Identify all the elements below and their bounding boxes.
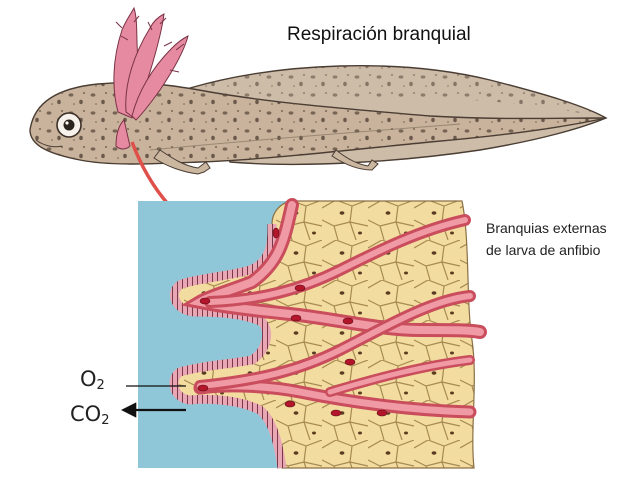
blood-vessels <box>180 198 487 419</box>
external-gills <box>113 6 189 150</box>
gill-caption-line: de larva de anfibio <box>486 242 601 258</box>
o2-label: O2 <box>80 367 105 393</box>
co2-base: CO <box>70 402 102 426</box>
gill-caption-line: Branquias externas <box>486 220 607 236</box>
diagram-title: Respiración branquial <box>287 24 471 45</box>
gill-epithelium <box>169 223 287 469</box>
gill-cross-section <box>138 198 487 469</box>
co2-subscript: 2 <box>101 413 110 428</box>
co2-label: CO2 <box>70 402 109 428</box>
red-blood-cells <box>197 227 388 417</box>
o2-base: O <box>80 367 97 391</box>
amphibian-larva <box>29 6 608 175</box>
gill-caption: Branquias externas de larva de anfibio <box>486 217 607 261</box>
o2-subscript: 2 <box>96 378 105 393</box>
larva-front-leg <box>153 149 211 175</box>
larva-hind-leg <box>331 149 379 171</box>
